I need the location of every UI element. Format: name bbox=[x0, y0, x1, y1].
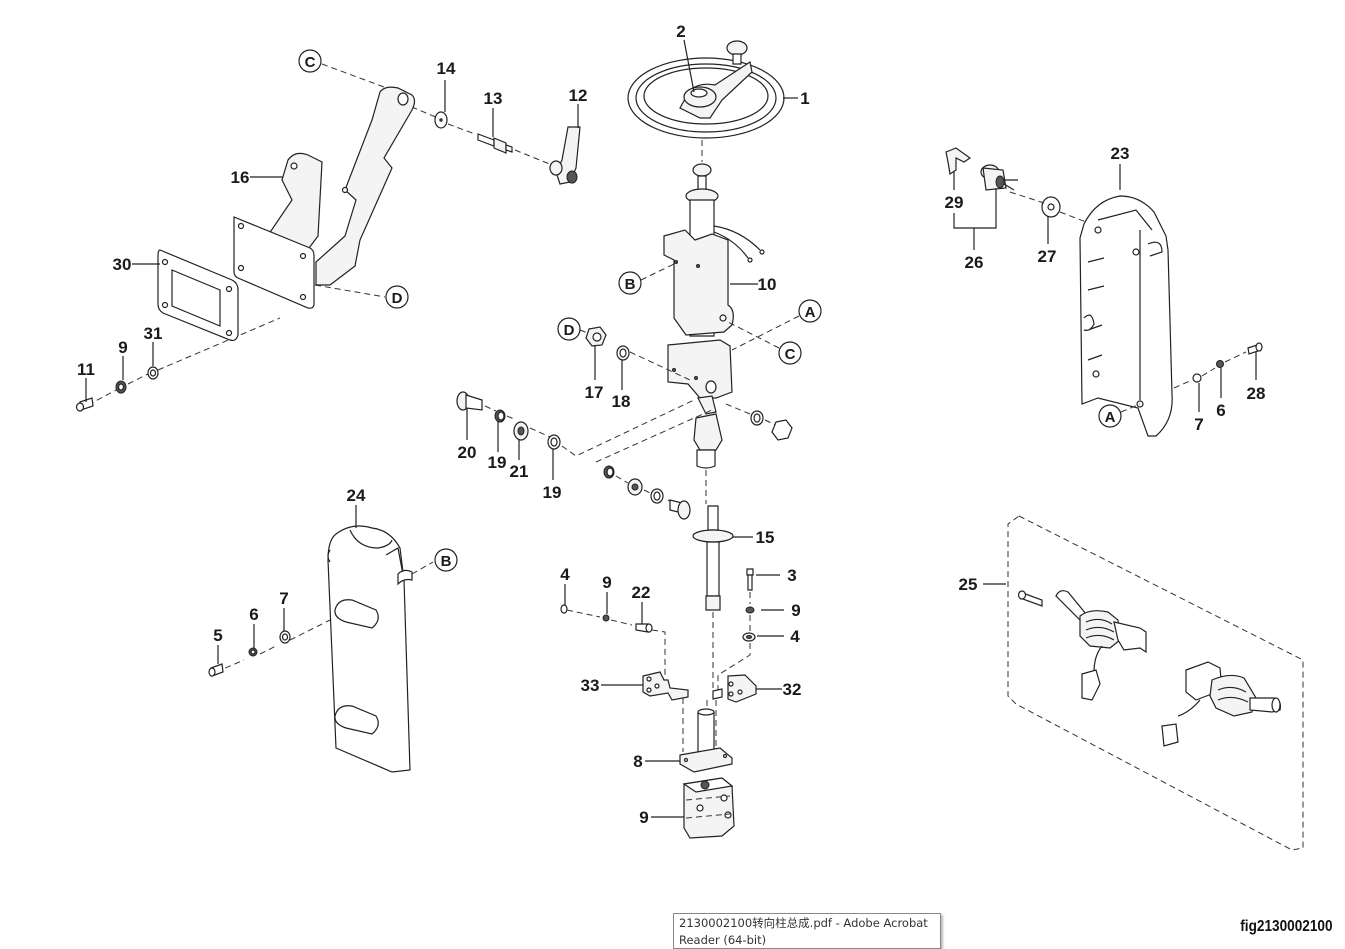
callout-19-a: 19 bbox=[488, 453, 507, 472]
callout-1: 1 bbox=[800, 89, 809, 108]
steering-column-group: B A C D 2 1 10 10 17 bbox=[456, 22, 822, 700]
figure-id-label: fig2130002100 bbox=[1240, 918, 1333, 935]
ref-marker-c: C bbox=[298, 49, 322, 73]
key-part bbox=[945, 147, 972, 176]
ref-marker-a2: A bbox=[1098, 404, 1122, 428]
callout-7-front: 7 bbox=[279, 589, 288, 608]
ref-marker-d: D bbox=[385, 285, 409, 309]
tooltip-line-1: 2130002100转向柱总成.pdf - Adobe Acrobat bbox=[679, 916, 928, 930]
rear-cover-part bbox=[1079, 195, 1173, 437]
callout-21: 21 bbox=[510, 462, 529, 481]
callout-5: 5 bbox=[213, 626, 222, 645]
svg-text:D: D bbox=[564, 322, 575, 339]
callout-9-bracket: 9 bbox=[118, 338, 127, 357]
svg-text:C: C bbox=[305, 54, 316, 71]
callout-28: 28 bbox=[1247, 384, 1266, 403]
callout-8: 8 bbox=[633, 752, 642, 771]
callout-30: 30 bbox=[113, 255, 132, 274]
bracket-part bbox=[315, 86, 416, 286]
callout-6-front: 6 bbox=[249, 605, 258, 624]
rear-cover-group: A 23 29 26 27 7 6 28 bbox=[945, 144, 1266, 437]
bracket-group: C D 14 13 12 16 30 11 9 31 bbox=[75, 49, 588, 412]
callout-11: 11 bbox=[77, 360, 95, 379]
callout-33: 33 bbox=[581, 676, 600, 695]
callout-4-left: 4 bbox=[560, 565, 570, 584]
svg-text:B: B bbox=[625, 276, 636, 293]
callout-12: 12 bbox=[569, 86, 588, 105]
switch-kit-group: 25 switch-washer 25 bbox=[959, 515, 1304, 851]
callout-3: 3 bbox=[787, 566, 796, 585]
callout-19-b: 19 bbox=[543, 483, 562, 502]
steering-wheel-part bbox=[627, 40, 785, 139]
callout-7-rear: 7 bbox=[1194, 415, 1203, 434]
right-bracket-part bbox=[727, 674, 757, 703]
callout-32: 32 bbox=[783, 680, 802, 699]
column-bracket-part bbox=[663, 229, 734, 336]
callout-20: 20 bbox=[458, 443, 477, 462]
ref-marker-d2: D bbox=[557, 317, 581, 341]
ref-marker-b: B bbox=[618, 271, 642, 295]
callout-6-rear: 6 bbox=[1216, 401, 1225, 420]
callout-16: 16 bbox=[231, 168, 250, 187]
callout-29: 29 bbox=[945, 193, 964, 212]
callout-23: 23 bbox=[1111, 144, 1130, 163]
svg-text:A: A bbox=[805, 304, 816, 321]
callout-13: 13 bbox=[484, 89, 503, 108]
callout-10-label: 10 bbox=[758, 275, 777, 294]
left-bracket-part bbox=[642, 671, 689, 701]
svg-text:A: A bbox=[1105, 409, 1116, 426]
svg-text:B: B bbox=[441, 553, 452, 570]
svg-text:C: C bbox=[785, 346, 796, 363]
ref-marker-a: A bbox=[798, 299, 822, 323]
left-switch-part bbox=[1079, 610, 1121, 649]
svg-text:D: D bbox=[392, 290, 403, 307]
callout-2: 2 bbox=[676, 22, 685, 41]
callout-24: 24 bbox=[347, 486, 366, 505]
u-joint-part bbox=[693, 413, 723, 451]
right-switch-part bbox=[1209, 674, 1257, 717]
tooltip-line-2: Reader (64-bit) bbox=[679, 933, 767, 947]
mounting-plate-part bbox=[679, 747, 733, 773]
ref-marker-b2: B bbox=[434, 548, 458, 572]
callout-4-right: 4 bbox=[790, 627, 800, 646]
steering-unit-group: 4 9 22 3 9 4 33 32 8 9 steering-unit 9 bbox=[560, 565, 802, 839]
callout-9-steering-unit-num: 9 bbox=[639, 808, 648, 827]
callout-22: 22 bbox=[632, 583, 651, 602]
window-tooltip: 2130002100转向柱总成.pdf - Adobe Acrobat Read… bbox=[673, 913, 941, 949]
callout-26: 26 bbox=[965, 253, 984, 272]
front-cover-group: B 24 5 6 7 bbox=[208, 486, 458, 773]
callout-15: 15 bbox=[756, 528, 775, 547]
callout-9-left: 9 bbox=[602, 573, 611, 592]
ref-marker-c2: C bbox=[778, 341, 802, 365]
callout-14: 14 bbox=[437, 59, 456, 78]
callout-27: 27 bbox=[1038, 247, 1057, 266]
callout-9-right: 9 bbox=[791, 601, 800, 620]
callout-31: 31 bbox=[144, 324, 163, 343]
callout-25-num: 25 bbox=[959, 575, 978, 594]
callout-18: 18 bbox=[612, 392, 631, 411]
callout-17: 17 bbox=[585, 383, 604, 402]
